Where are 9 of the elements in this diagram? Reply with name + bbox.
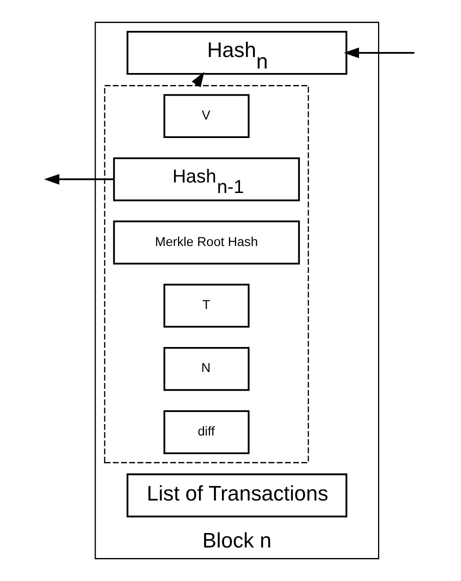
node-box: List of Transactions: [126, 473, 348, 518]
arrow: [344, 48, 414, 58]
cluster: [104, 85, 309, 464]
node-box: Merkle Root Hash: [113, 220, 300, 264]
node-box: diff: [163, 410, 250, 454]
node-box: V: [163, 94, 250, 138]
node-box: T: [163, 284, 250, 328]
node-box: N: [163, 346, 250, 391]
arrow: [44, 174, 114, 185]
